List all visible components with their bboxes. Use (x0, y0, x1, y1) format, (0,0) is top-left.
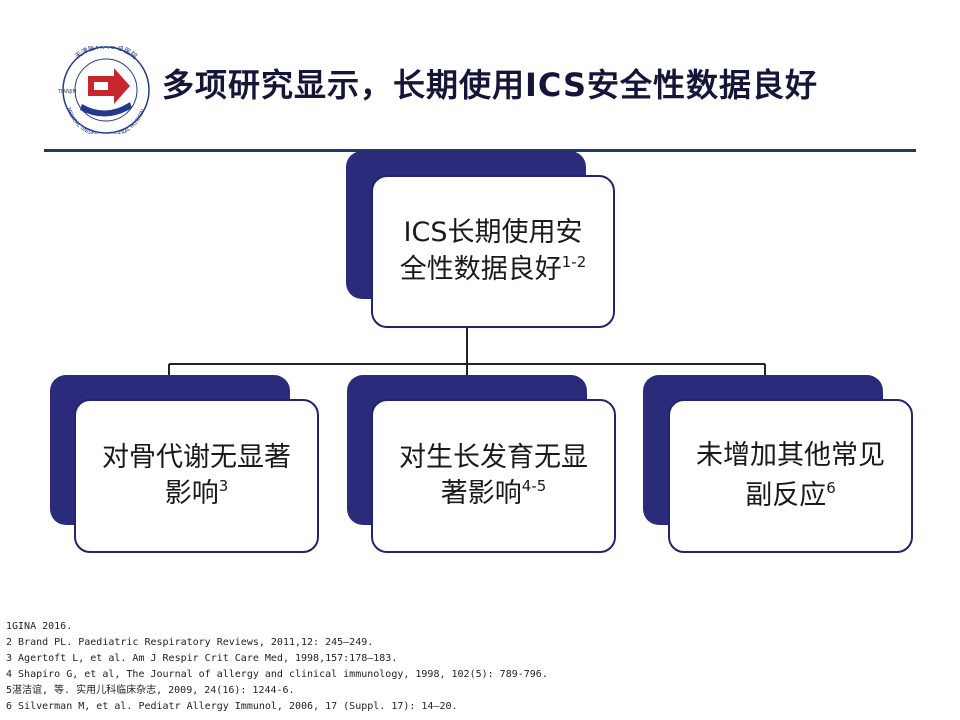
reference-item: 2 Brand PL. Paediatric Respiratory Revie… (6, 637, 374, 648)
reference-item: 3 Agertoft L, et al. Am J Respir Crit Ca… (6, 653, 398, 664)
child-node-3: 未增加其他常见 副反应6 (668, 399, 913, 553)
reference-item: 5湛洁谊, 等. 实用儿科临床杂志, 2009, 24(16): 1244-6. (6, 685, 295, 696)
logo-ring-text-left: TIANJIN (57, 89, 77, 95)
logo-blue-wave-icon (80, 102, 132, 117)
reference-item: 4 Shapiro G, et al, The Journal of aller… (6, 669, 548, 680)
reference-item: 1GINA 2016. (6, 621, 73, 632)
title-divider (44, 149, 916, 152)
child-node-1: 对骨代谢无显著影响3 (74, 399, 319, 553)
reference-item: 6 Silverman M, et al. Pediatr Allergy Im… (6, 701, 458, 712)
child-node-2-citation: 4-5 (521, 477, 547, 495)
root-node-citation: 1-2 (561, 252, 587, 271)
root-node: ICS长期使用安全性数据良好1-2 (371, 175, 615, 328)
page-title: 多项研究显示，长期使用ICS安全性数据良好 (162, 66, 819, 104)
child-node-3-line1: 未增加其他常见 (696, 439, 885, 471)
child-node-2: 对生长发育无显著影响4-5 (371, 399, 616, 553)
child-node-1-citation: 3 (218, 477, 229, 495)
hospital-logo: 天津医科大学总医院 MEDICAL UNIVERSITY GENERAL HOS… (52, 41, 160, 140)
child-node-2-text: 对生长发育无显著影响 (399, 441, 588, 509)
child-node-1-text: 对骨代谢无显著影响 (102, 441, 291, 509)
hospital-seal-logo-icon: 天津医科大学总医院 MEDICAL UNIVERSITY GENERAL HOS… (57, 41, 150, 140)
child-node-3-line2: 副反应 (745, 480, 827, 511)
child-node-3-citation: 6 (826, 479, 836, 497)
logo-red-arrow-icon (88, 68, 130, 104)
root-node-text: ICS长期使用安全性数据良好 (399, 217, 583, 285)
references: 1GINA 2016. 2 Brand PL. Paediatric Respi… (6, 619, 548, 715)
